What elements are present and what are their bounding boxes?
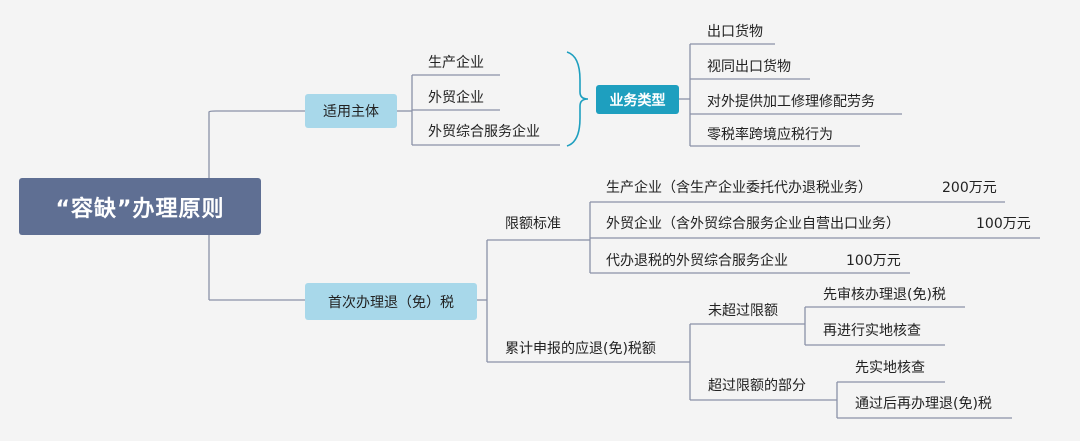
- within-step: 再进行实地核查: [823, 323, 921, 339]
- business-type-item: 视同出口货物: [707, 59, 791, 75]
- business-type-tag: 业务类型: [596, 85, 679, 114]
- limit-item-name: 外贸企业（含外贸综合服务企业自营出口业务）: [606, 216, 900, 232]
- limit-item-amount: 100万元: [976, 216, 1031, 232]
- limit-item-amount: 200万元: [942, 180, 997, 196]
- limit-item-name: 代办退税的外贸综合服务企业: [606, 253, 788, 269]
- subject-node: 适用主体: [305, 94, 397, 128]
- business-type-item: 出口货物: [707, 24, 763, 40]
- limit-standard-label: 限额标准: [505, 216, 561, 232]
- over-step: 通过后再办理退(免)税: [855, 396, 992, 412]
- within-step: 先审核办理退(免)税: [823, 287, 946, 303]
- enterprise-item: 外贸企业: [428, 90, 484, 106]
- root-node: “容缺”办理原则: [19, 178, 261, 235]
- over-limit-label: 超过限额的部分: [708, 378, 806, 394]
- first-refund-node: 首次办理退（免）税: [305, 283, 477, 320]
- over-step: 先实地核查: [855, 360, 925, 376]
- business-type-item: 对外提供加工修理修配劳务: [707, 94, 875, 110]
- cumulative-label: 累计申报的应退(免)税额: [505, 341, 656, 357]
- enterprise-item: 外贸综合服务企业: [428, 124, 540, 140]
- enterprise-item: 生产企业: [428, 55, 484, 71]
- business-type-item: 零税率跨境应税行为: [707, 127, 833, 143]
- limit-item-name: 生产企业（含生产企业委托代办退税业务）: [606, 180, 872, 196]
- within-limit-label: 未超过限额: [708, 303, 778, 319]
- limit-item-amount: 100万元: [846, 253, 901, 269]
